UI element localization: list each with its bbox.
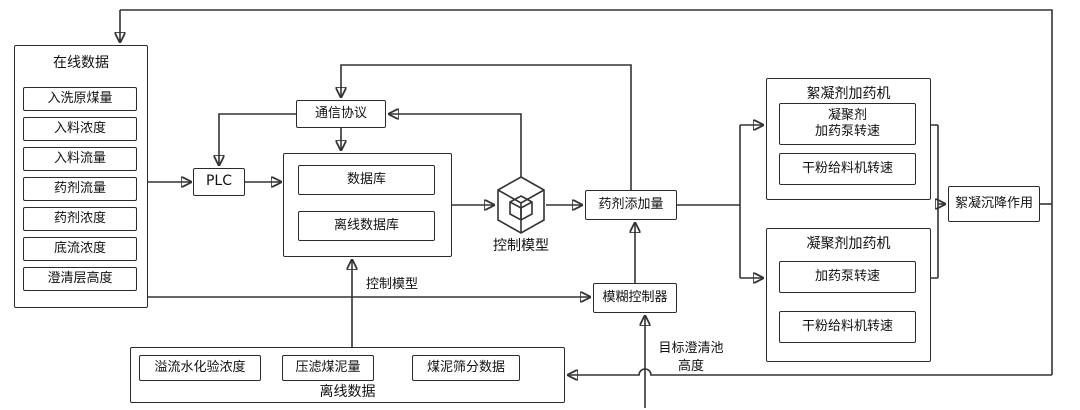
offline-data-panel: 溢流水化验浓度 压滤煤泥量 煤泥筛分数据 离线数据 xyxy=(130,347,565,403)
plc-box: PLC xyxy=(193,168,245,196)
arrow-protocol-to-plc xyxy=(219,113,296,165)
online-item-clear-height: 澄清层高度 xyxy=(23,267,137,291)
control-model-cube-icon xyxy=(497,176,545,234)
offline-data-title: 离线数据 xyxy=(319,384,376,400)
line-feedback-rail xyxy=(120,9,1053,375)
coag-pump-speed-box: 加药泵转速 xyxy=(779,261,916,293)
online-item-feed-flow: 入料流量 xyxy=(23,147,137,171)
online-item-feed-conc: 入料浓度 xyxy=(23,117,137,141)
online-item-underflow: 底流浓度 xyxy=(23,237,137,261)
flocculant-doser-title: 絮凝剂加药机 xyxy=(806,86,891,102)
floc-pump-speed-box: 凝聚剂 加药泵转速 xyxy=(779,103,916,145)
coag-feeder-speed-box: 干粉给料机转速 xyxy=(779,311,916,343)
online-item-reagent-flow: 药剂流量 xyxy=(23,177,137,201)
arrow-settling-to-offline xyxy=(568,368,1052,375)
arrow-model-to-protocol xyxy=(389,114,522,177)
offline-item-screening: 煤泥筛分数据 xyxy=(412,355,520,381)
offline-item-overflow: 溢流水化验浓度 xyxy=(139,355,261,381)
control-model-label: 控制模型 xyxy=(493,238,549,254)
coagulant-doser-title: 凝聚剂加药机 xyxy=(806,236,891,252)
floc-feeder-speed-box: 干粉给料机转速 xyxy=(779,153,916,185)
target-height-label: 目标澄清池 高度 xyxy=(658,341,724,374)
dosage-amount-box: 药剂添加量 xyxy=(585,190,677,220)
coagulant-doser-panel: 凝聚剂加药机 加药泵转速 干粉给料机转速 xyxy=(766,228,931,362)
database-box: 数据库 xyxy=(298,165,435,195)
flocculant-doser-panel: 絮凝剂加药机 凝聚剂 加药泵转速 干粉给料机转速 xyxy=(766,78,931,200)
online-item-raw-coal: 入洗原煤量 xyxy=(23,87,137,111)
offline-database-box: 离线数据库 xyxy=(298,211,435,241)
online-data-panel: 在线数据 入洗原煤量 入料浓度 入料流量 药剂流量 药剂浓度 底流浓度 澄清层高… xyxy=(14,45,148,308)
database-group-panel: 数据库 离线数据库 xyxy=(283,153,452,257)
line-machines-merge xyxy=(931,124,939,279)
online-item-reagent-conc: 药剂浓度 xyxy=(23,207,137,231)
offline-item-filter-press: 压滤煤泥量 xyxy=(282,355,374,381)
fuzzy-controller-box: 模糊控制器 xyxy=(593,283,677,313)
online-data-title: 在线数据 xyxy=(53,55,109,71)
settling-effect-box: 絮凝沉降作用 xyxy=(948,186,1040,222)
communication-protocol-box: 通信协议 xyxy=(296,100,386,128)
control-model-edge-label: 控制模型 xyxy=(365,277,418,292)
arrow-dosage-to-protocol xyxy=(341,64,632,190)
